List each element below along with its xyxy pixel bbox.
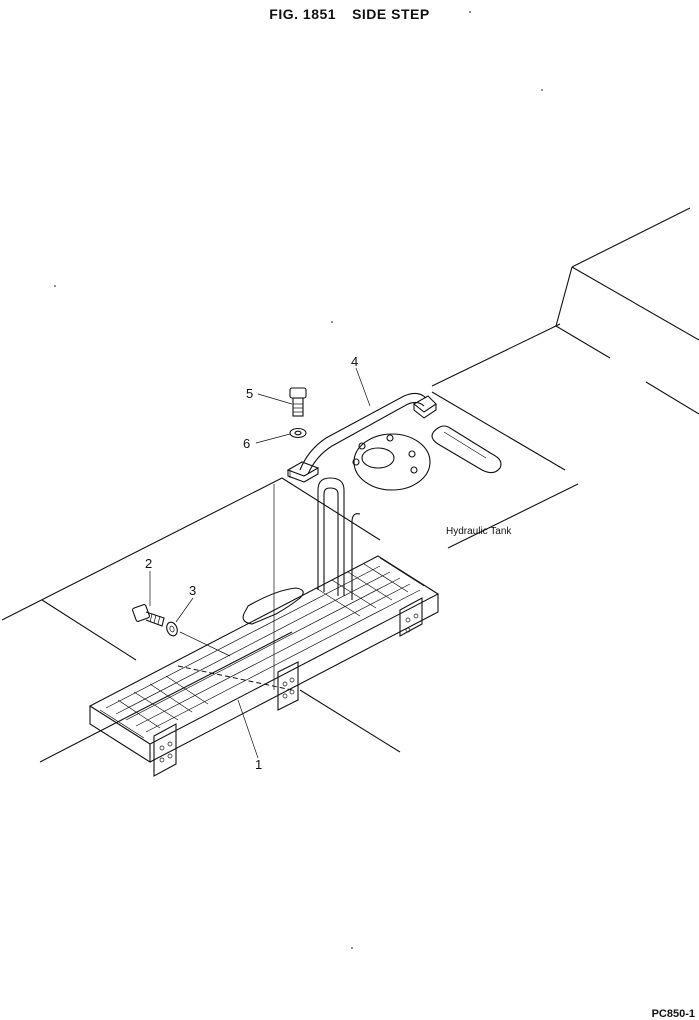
bolt-part-5 — [289, 387, 307, 417]
callout-leaders — [149, 367, 371, 759]
figure-number: FIG. 1851 — [269, 6, 337, 22]
washer-part-3 — [166, 621, 178, 637]
callout-1: 1 — [255, 757, 262, 772]
side-step — [88, 555, 440, 777]
hydraulic-tank-top — [242, 425, 502, 625]
bolt-part-2 — [132, 604, 165, 627]
callout-5: 5 — [246, 386, 253, 401]
figure-name: SIDE STEP — [352, 6, 430, 22]
handrail — [286, 392, 437, 483]
machine-body-outline — [1, 207, 699, 763]
callout-3: 3 — [189, 583, 196, 598]
step-grating — [99, 557, 425, 739]
bolt-guide-line — [179, 631, 231, 657]
callout-4: 4 — [351, 354, 358, 369]
figure-title: FIG. 1851 SIDE STEP — [0, 6, 699, 22]
reference-code: PC850-1 — [651, 1008, 695, 1020]
callout-2: 2 — [145, 556, 152, 571]
callout-6: 6 — [243, 436, 250, 451]
hydraulic-tank-label: Hydraulic Tank — [446, 526, 512, 537]
washer-part-6 — [289, 427, 307, 439]
print-specks — [54, 11, 543, 949]
